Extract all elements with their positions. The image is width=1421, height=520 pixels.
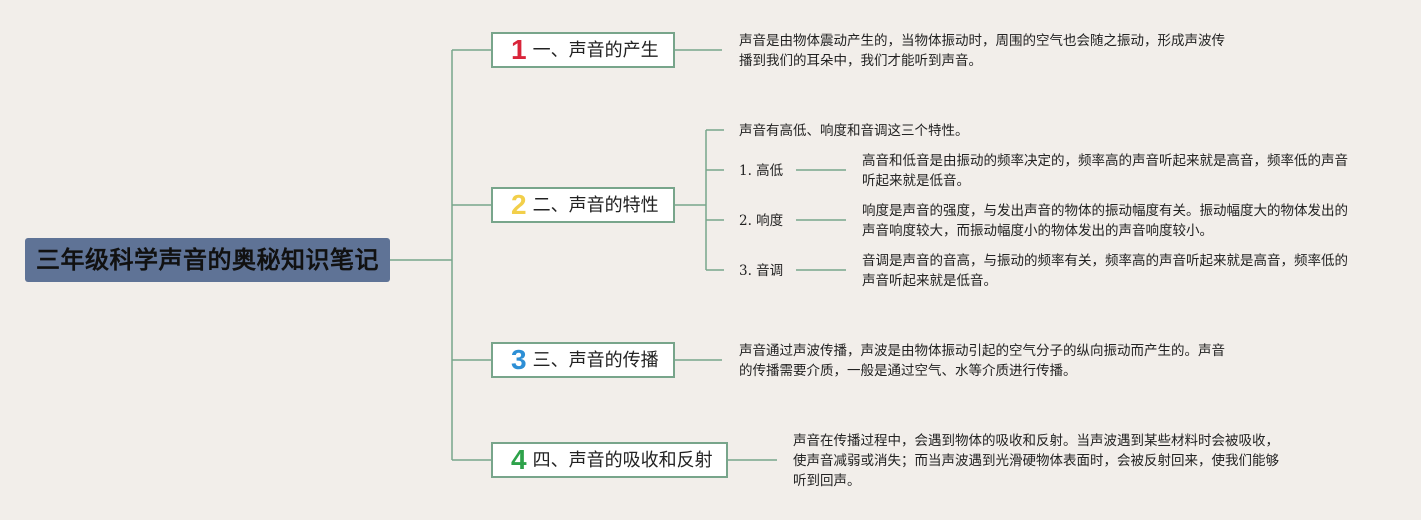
- topic2-intro: 声音有高低、响度和音调这三个特性。: [739, 123, 969, 139]
- subtopic-loudness[interactable]: 2. 响度: [739, 213, 784, 229]
- subtopic-tone-note: 音调是声音的音高，与振动的频率有关，频率高的声音听起来就是高音，频率低的声音听起…: [862, 253, 1348, 289]
- subtopic-loudness-note: 响度是声音的强度，与发出声音的物体的振动幅度有关。振动幅度大的物体发出的声音响度…: [862, 203, 1348, 239]
- topic-label: 三、声音的传播: [532, 350, 659, 371]
- number-4-icon: 4: [511, 444, 527, 475]
- topic-label: 二、声音的特性: [532, 195, 659, 216]
- number-3-icon: 3: [511, 344, 527, 375]
- topic4-note: 声音在传播过程中，会遇到物体的吸收和反射。当声波遇到某些材料时会被吸收，使声音减…: [793, 433, 1279, 489]
- root-node-title[interactable]: 三年级科学声音的奥秘知识笔记: [25, 238, 390, 282]
- number-2-icon: 2: [511, 189, 527, 220]
- number-1-icon: 1: [511, 34, 527, 65]
- subtopic-pitch-note: 高音和低音是由振动的频率决定的，频率高的声音听起来就是高音，频率低的声音听起来就…: [862, 153, 1348, 189]
- topic1-note: 声音是由物体震动产生的，当物体振动时，周围的空气也会随之振动，形成声波传播到我们…: [739, 33, 1225, 69]
- subtopic-pitch[interactable]: 1. 高低: [739, 163, 784, 179]
- topic3-note: 声音通过声波传播，声波是由物体振动引起的空气分子的纵向振动而产生的。声音的传播需…: [739, 343, 1225, 379]
- subtopic-tone[interactable]: 3. 音调: [739, 263, 784, 279]
- topic-label: 四、声音的吸收和反射: [532, 450, 713, 471]
- topic-label: 一、声音的产生: [532, 40, 659, 61]
